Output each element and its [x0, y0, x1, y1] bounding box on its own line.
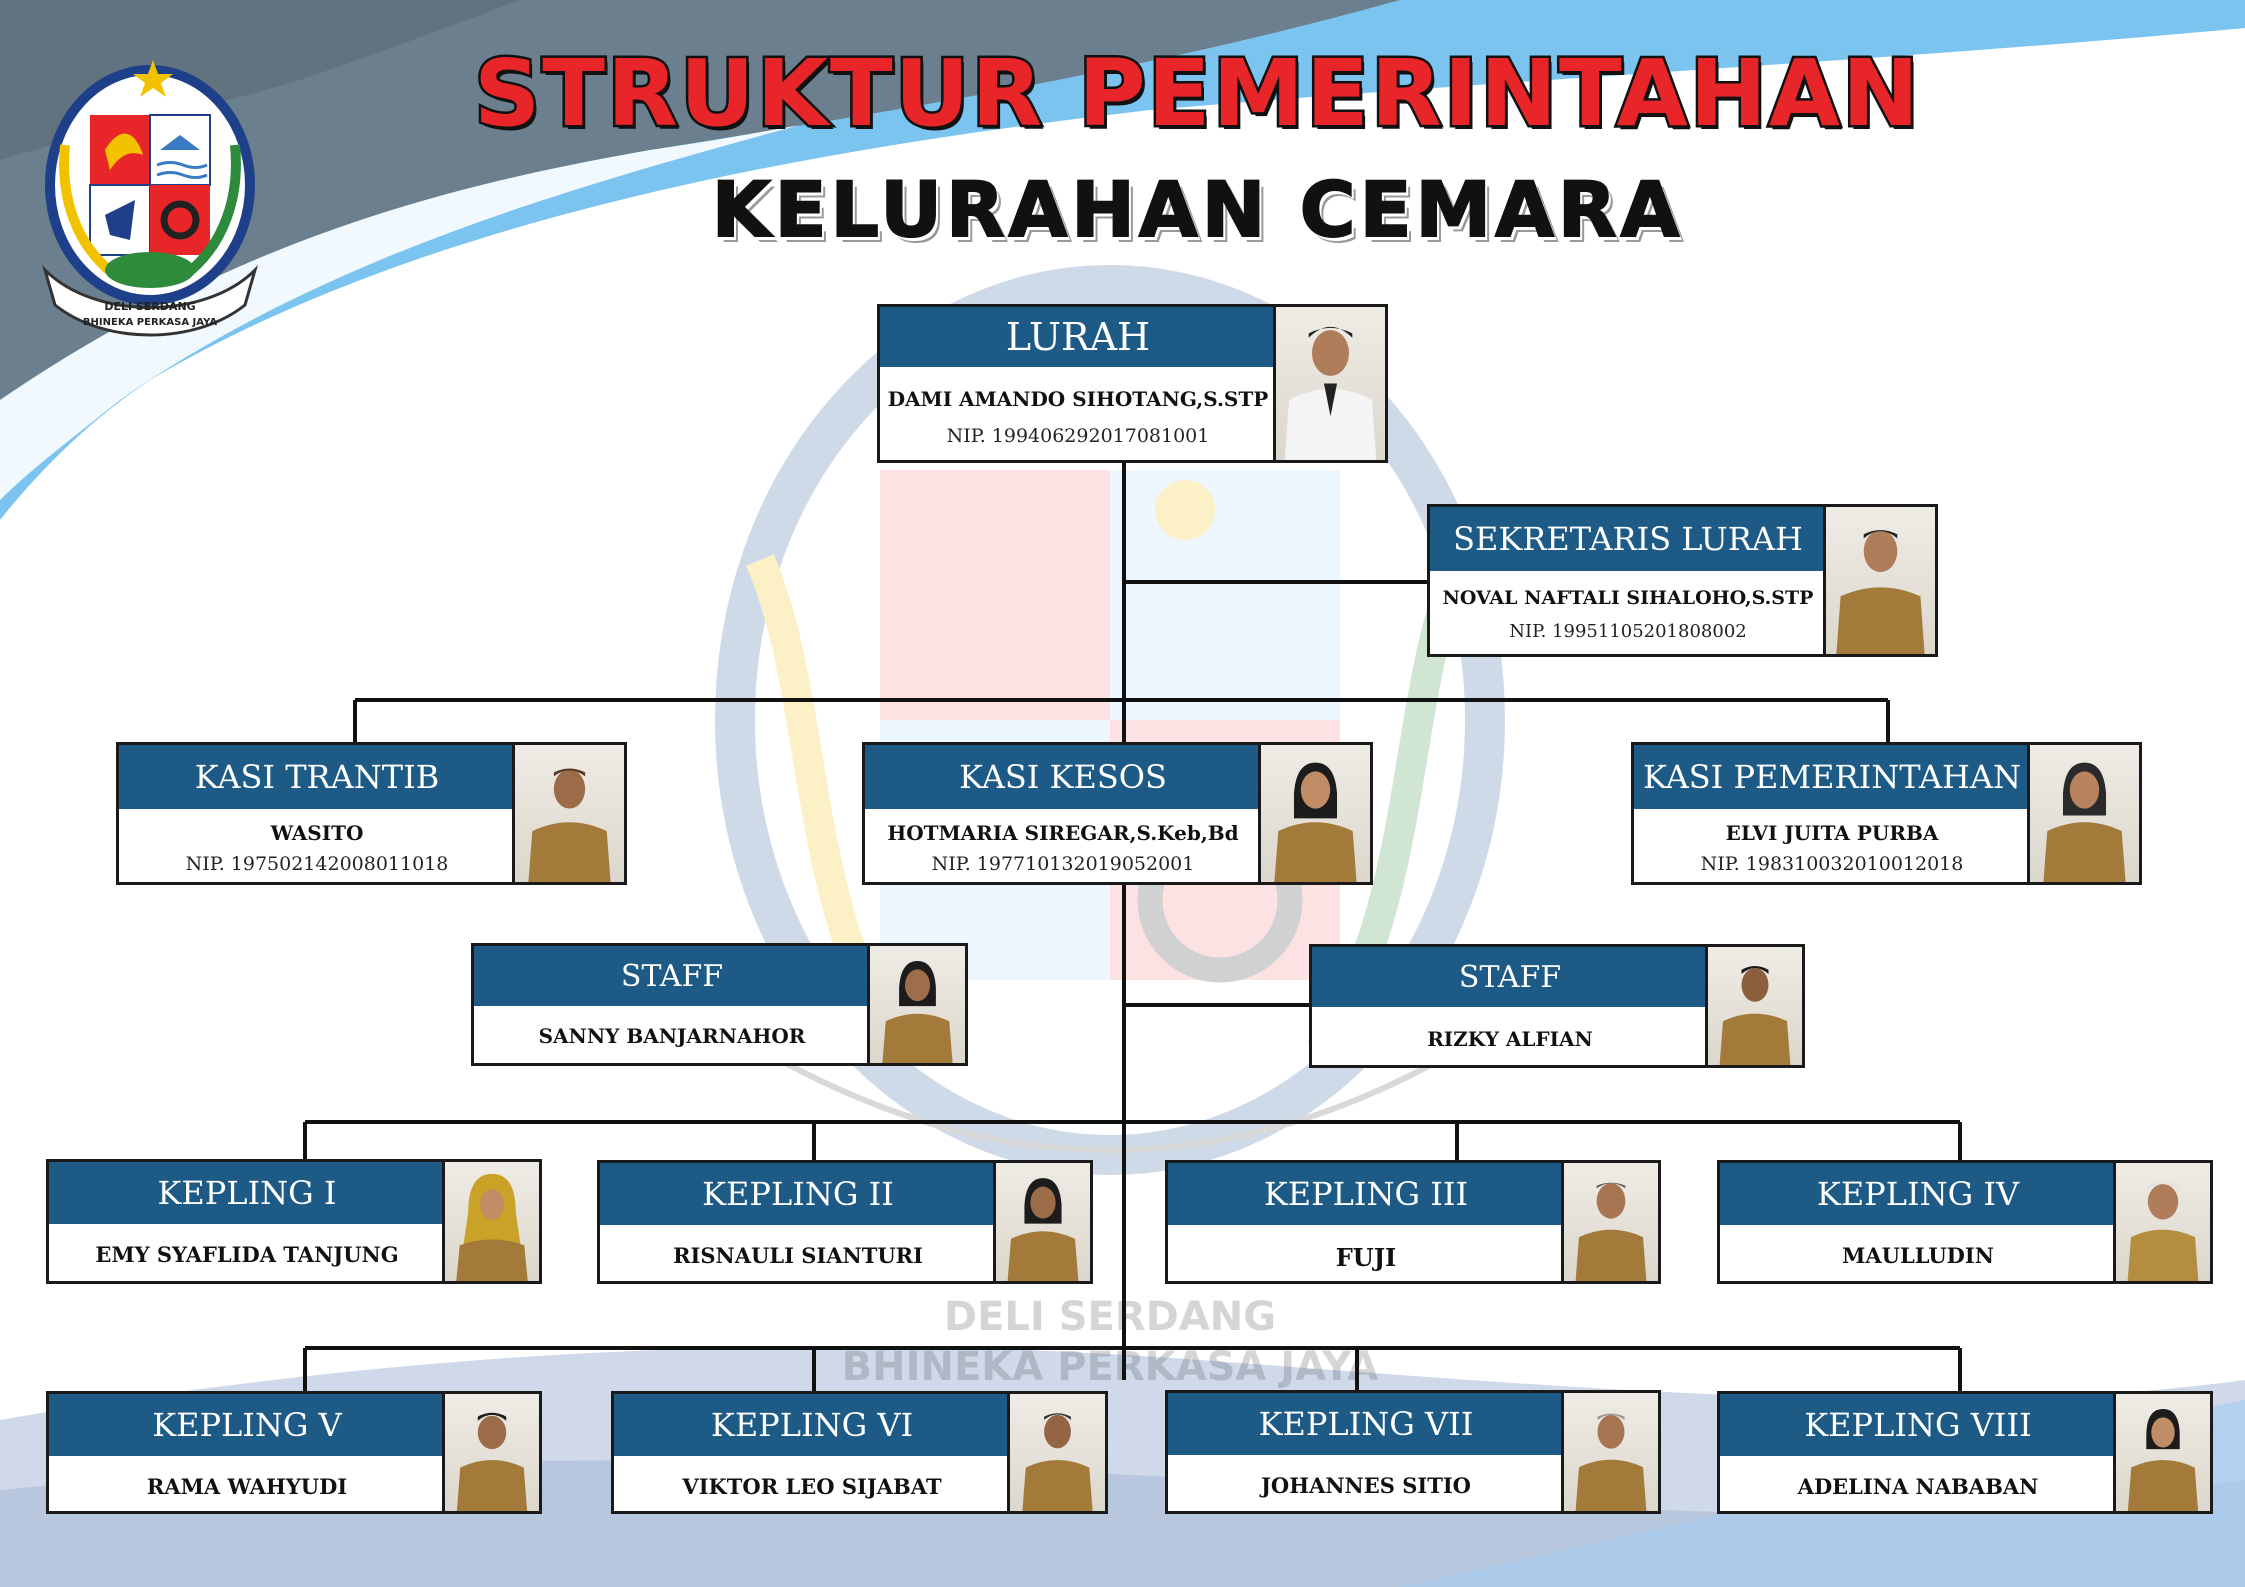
person-photo [1823, 507, 1935, 654]
person-name: SANNY BANJARNAHOR [538, 1024, 806, 1048]
person-name: DAMI AMANDO SIHOTANG,S.STP [887, 387, 1269, 411]
role-label: KEPLING VIII [1720, 1394, 2116, 1456]
person-photo [2113, 1163, 2210, 1281]
card-kepling-1: KEPLING I EMY SYAFLIDA TANJUNG [46, 1159, 542, 1284]
card-kepling-4: KEPLING IV MAULLUDIN [1717, 1160, 2213, 1284]
person-photo [1561, 1163, 1658, 1281]
person-name: JOHANNES SITIO [1261, 1473, 1471, 1498]
page-title: STRUKTUR PEMERINTAHAN [472, 38, 1922, 150]
role-label: KASI PEMERINTAHAN [1634, 745, 2030, 809]
person-name: RISNAULI SIANTURI [673, 1243, 923, 1268]
role-label: KEPLING VI [614, 1394, 1010, 1456]
person-name: HOTMARIA SIREGAR,S.Keb,Bd [887, 821, 1239, 845]
person-name: RAMA WAHYUDI [146, 1474, 348, 1499]
person-photo [1273, 307, 1385, 460]
role-label: LURAH [880, 307, 1276, 367]
person-name: EMY SYAFLIDA TANJUNG [95, 1242, 399, 1267]
card-kasi-kesos: KASI KESOS HOTMARIA SIREGAR,S.Keb,Bd NIP… [862, 742, 1373, 885]
card-kepling-3: KEPLING III FUJI [1165, 1160, 1661, 1284]
person-photo [1705, 947, 1802, 1065]
person-photo [1561, 1393, 1658, 1511]
person-name: MAULLUDIN [1842, 1243, 1994, 1268]
role-label: STAFF [1312, 947, 1708, 1007]
card-kepling-7: KEPLING VII JOHANNES SITIO [1165, 1390, 1661, 1514]
person-photo [993, 1163, 1090, 1281]
role-label: KEPLING I [49, 1162, 445, 1224]
watermark-ribbon-line1: DELI SERDANG [944, 1294, 1276, 1340]
person-photo [2113, 1394, 2210, 1511]
person-photo [1258, 745, 1370, 882]
card-staff-1: STAFF SANNY BANJARNAHOR [471, 943, 968, 1066]
role-label: KEPLING IV [1720, 1163, 2116, 1225]
person-nip: NIP. 197710132019052001 [931, 853, 1195, 875]
person-photo [1007, 1394, 1105, 1511]
card-kepling-8: KEPLING VIII ADELINA NABABAN [1717, 1391, 2213, 1514]
person-photo [867, 946, 965, 1063]
card-kepling-6: KEPLING VI VIKTOR LEO SIJABAT [611, 1391, 1108, 1514]
role-label: KASI TRANTIB [119, 745, 515, 809]
person-nip: NIP. 198310032010012018 [1700, 853, 1964, 875]
watermark-ribbon-line2: BHINEKA PERKASA JAYA [842, 1344, 1379, 1390]
card-kepling-5: KEPLING V RAMA WAHYUDI [46, 1391, 542, 1514]
person-name: ELVI JUITA PURBA [1725, 821, 1939, 845]
role-label: STAFF [474, 946, 870, 1006]
person-name: FUJI [1335, 1243, 1397, 1272]
card-kasi-pemerintahan: KASI PEMERINTAHAN ELVI JUITA PURBA NIP. … [1631, 742, 2142, 885]
person-name: ADELINA NABABAN [1797, 1474, 2039, 1499]
person-name: NOVAL NAFTALI SIHALOHO,S.STP [1442, 587, 1814, 609]
role-label: KEPLING VII [1168, 1393, 1564, 1455]
person-photo [2027, 745, 2139, 882]
person-name: WASITO [270, 821, 364, 845]
card-lurah: LURAH DAMI AMANDO SIHOTANG,S.STP NIP. 19… [877, 304, 1388, 463]
card-kasi-trantib: KASI TRANTIB WASITO NIP. 197502142008011… [116, 742, 627, 885]
card-kepling-2: KEPLING II RISNAULI SIANTURI [597, 1160, 1093, 1284]
person-name: RIZKY ALFIAN [1427, 1027, 1593, 1051]
page-subtitle: KELURAHAN CEMARA [711, 164, 1684, 255]
role-label: KASI KESOS [865, 745, 1261, 809]
role-label: KEPLING V [49, 1394, 445, 1456]
person-nip: NIP. 199406292017081001 [946, 425, 1210, 447]
person-photo [512, 745, 624, 882]
person-nip: NIP. 197502142008011018 [185, 853, 449, 875]
card-staff-2: STAFF RIZKY ALFIAN [1309, 944, 1805, 1068]
role-label: KEPLING II [600, 1163, 996, 1225]
deli-serdang-logo: DELI SERDANG BHINEKA PERKASA JAYA [41, 60, 259, 337]
card-sekretaris-lurah: SEKRETARIS LURAH NOVAL NAFTALI SIHALOHO,… [1427, 504, 1938, 657]
role-label: KEPLING III [1168, 1163, 1564, 1225]
person-photo [442, 1394, 539, 1511]
person-name: VIKTOR LEO SIJABAT [682, 1474, 942, 1499]
role-label: SEKRETARIS LURAH [1430, 507, 1826, 571]
logo-ribbon-line2: BHINEKA PERKASA JAYA [83, 317, 217, 328]
logo-ribbon-line1: DELI SERDANG [104, 300, 195, 313]
person-photo [442, 1162, 539, 1281]
person-nip: NIP. 19951105201808002 [1509, 621, 1747, 642]
